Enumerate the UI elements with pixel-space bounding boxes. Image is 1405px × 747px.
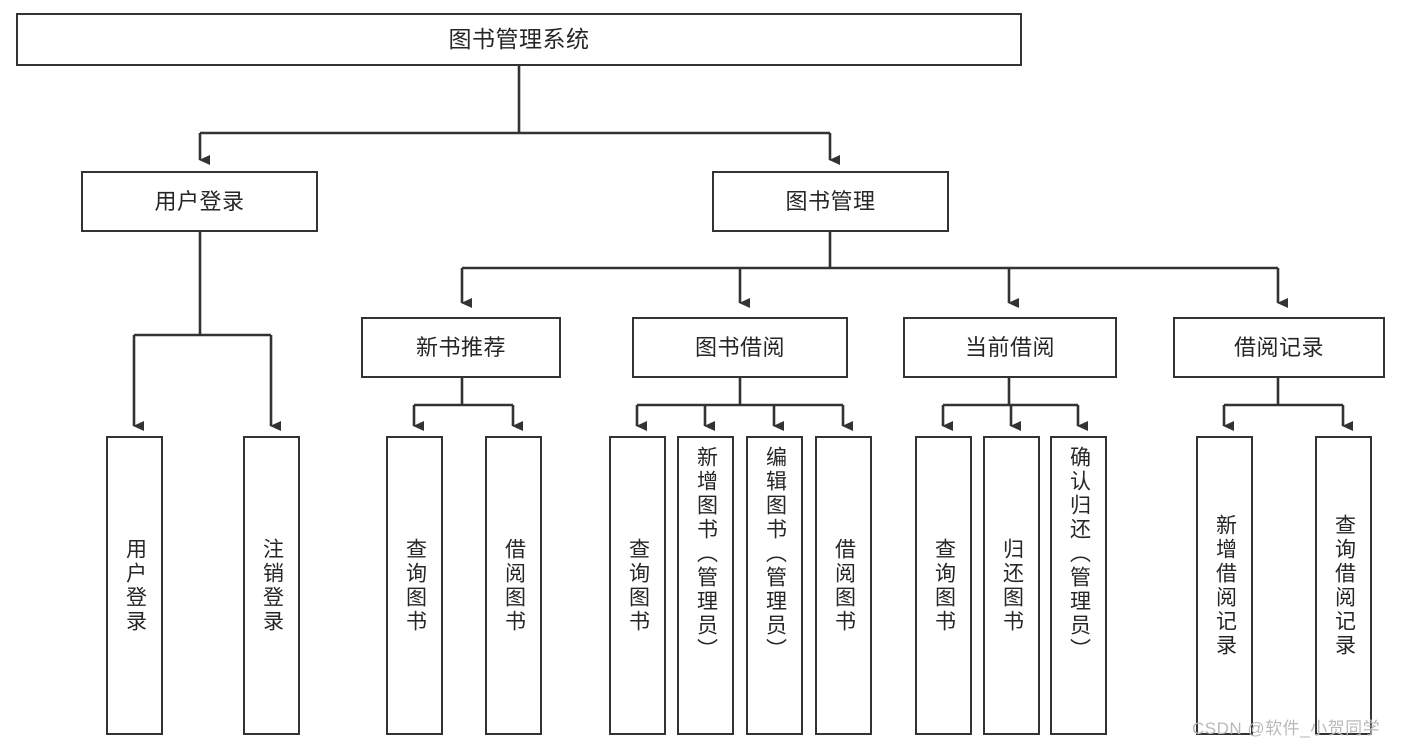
node-label: 确认归还（管理员）: [1067, 446, 1091, 662]
node-book-borrow[interactable]: 图书借阅: [632, 317, 848, 378]
leaf-borrow-book-borrow[interactable]: 借阅图书: [815, 436, 872, 735]
node-user-login[interactable]: 用户登录: [81, 171, 318, 232]
node-label: 归还图书: [1000, 537, 1024, 634]
leaf-add-book[interactable]: 新增图书（管理员）: [677, 436, 734, 735]
leaf-query-borrow-record[interactable]: 查询借阅记录: [1315, 436, 1372, 735]
node-label: 图书管理: [785, 188, 876, 214]
leaf-query-book-current[interactable]: 查询图书: [915, 436, 972, 735]
leaf-logout-login[interactable]: 注销登录: [243, 436, 300, 735]
node-root-system[interactable]: 图书管理系统: [16, 13, 1022, 66]
node-label: 注销登录: [260, 537, 284, 634]
node-label: 图书借阅: [694, 334, 785, 360]
node-borrow-record[interactable]: 借阅记录: [1173, 317, 1385, 378]
leaf-query-book-borrow[interactable]: 查询图书: [609, 436, 666, 735]
leaf-return-book[interactable]: 归还图书: [983, 436, 1040, 735]
node-label: 查询借阅记录: [1332, 513, 1356, 658]
leaf-user-login[interactable]: 用户登录: [106, 436, 163, 735]
leaf-confirm-return[interactable]: 确认归还（管理员）: [1050, 436, 1107, 735]
node-label: 用户登录: [154, 188, 245, 214]
node-current-borrow[interactable]: 当前借阅: [903, 317, 1117, 378]
node-label: 查询图书: [626, 537, 650, 634]
leaf-query-book-recommend[interactable]: 查询图书: [386, 436, 443, 735]
leaf-edit-book[interactable]: 编辑图书（管理员）: [746, 436, 803, 735]
node-label: 新书推荐: [415, 334, 506, 360]
node-label: 当前借阅: [964, 334, 1055, 360]
csdn-watermark: CSDN @软件_小贺同学: [1192, 719, 1381, 738]
leaf-borrow-book-recommend[interactable]: 借阅图书: [485, 436, 542, 735]
node-label: 查询图书: [403, 537, 427, 634]
node-label: 编辑图书（管理员）: [763, 446, 787, 662]
leaf-add-borrow-record[interactable]: 新增借阅记录: [1196, 436, 1253, 735]
node-new-book-recommend[interactable]: 新书推荐: [361, 317, 561, 378]
node-label: 新增图书（管理员）: [694, 446, 718, 662]
node-label: 借阅图书: [502, 537, 526, 634]
node-label: 新增借阅记录: [1213, 513, 1237, 658]
node-label: 借阅记录: [1233, 334, 1324, 360]
node-label: 借阅图书: [832, 537, 856, 634]
node-label: 图书管理系统: [448, 25, 590, 52]
node-label: 查询图书: [932, 537, 956, 634]
node-book-manage[interactable]: 图书管理: [712, 171, 949, 232]
node-label: 用户登录: [123, 537, 147, 634]
